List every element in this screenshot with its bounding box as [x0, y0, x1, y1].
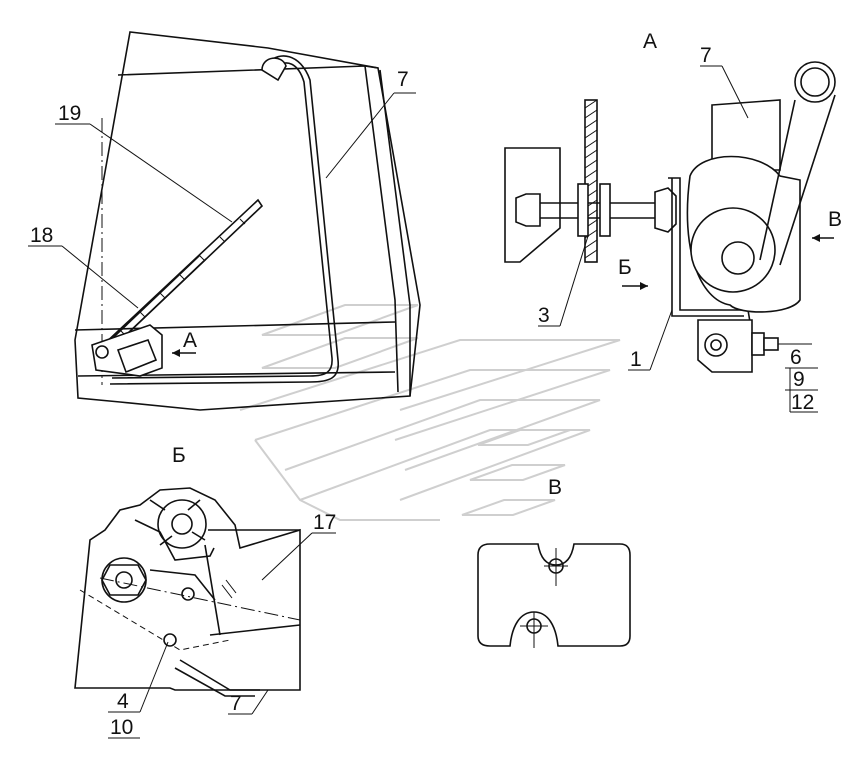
view-v-plate: [477, 543, 631, 648]
callout-19: 19: [58, 102, 81, 125]
callout-4: 4: [117, 690, 129, 713]
view-b-arrow-label: Б: [618, 256, 632, 279]
callout-17: 17: [313, 511, 336, 534]
callout-12: 12: [791, 391, 814, 414]
main-view-leaders: [28, 92, 416, 309]
view-v-title: В: [548, 476, 562, 499]
callout-18: 18: [30, 224, 53, 247]
view-v-arrow-label: В: [828, 208, 842, 231]
callout-7-right: 7: [700, 44, 712, 67]
watermark-logo: [239, 304, 621, 521]
callout-7-top: 7: [397, 68, 409, 91]
view-a-assembly: [504, 61, 836, 373]
view-a-arrow-label: А: [183, 329, 197, 352]
callout-10: 10: [110, 716, 133, 739]
callout-9: 9: [793, 368, 805, 391]
view-b-leaders: [108, 532, 336, 739]
callout-1: 1: [630, 348, 642, 371]
view-b-assembly: [74, 487, 301, 697]
callout-7-bottom: 7: [230, 692, 242, 715]
door-window-view: [74, 31, 421, 411]
callout-6: 6: [790, 346, 802, 369]
view-a-leaders: [538, 235, 818, 413]
view-b-title: Б: [172, 444, 186, 467]
callout-3: 3: [538, 304, 550, 327]
view-a-title: А: [643, 30, 657, 53]
